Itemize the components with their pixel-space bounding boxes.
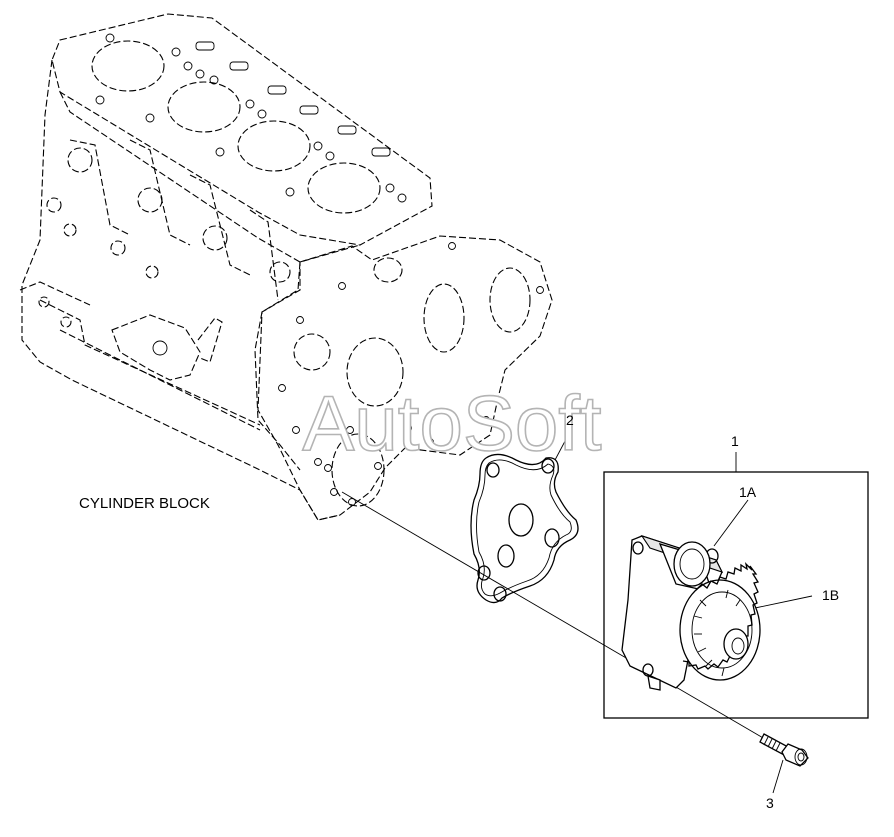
gear-case-bore-2: [346, 337, 404, 407]
assembly-line-main: [341, 491, 771, 743]
drive-gear-1b: [679, 562, 761, 681]
watermark: AutoSoft: [302, 379, 602, 467]
oil-pump-assembly-1: [621, 534, 761, 691]
bracket-lug: [197, 317, 223, 363]
cylinder-bore-1: [91, 40, 165, 92]
gear-case-bolt-holes: [278, 242, 544, 506]
cylinder-bore-4: [307, 162, 381, 214]
block-front-edge: [254, 261, 301, 471]
block-left-face: [21, 59, 341, 521]
leader-line-1a: [713, 499, 749, 547]
pump-gasket-2: [470, 453, 579, 604]
gear-case-bore-3: [423, 283, 465, 353]
label-ref-1: 1: [731, 433, 739, 449]
pump-bracket: [111, 314, 201, 381]
leader-line-1b: [754, 595, 813, 609]
label-ref-1b: 1B: [822, 587, 839, 603]
label-ref-1a: 1A: [739, 484, 757, 500]
label-cylinder-block: CYLINDER BLOCK: [79, 495, 210, 512]
head-gasket-outline: [51, 13, 433, 246]
gear-case-bore-4: [489, 267, 531, 333]
cylinder-bore-3: [237, 120, 311, 172]
label-ref-3: 3: [766, 795, 774, 811]
bolt-3: [759, 733, 809, 767]
gear-case-bore-5: [373, 257, 403, 283]
leader-line-2: [554, 427, 573, 461]
oil-pump-assembly-box: [603, 471, 869, 719]
gear-case-bore-1: [293, 333, 331, 371]
block-upper-edge: [59, 91, 361, 263]
gasket-holes: [95, 33, 407, 203]
block-ribs: [19, 139, 291, 431]
cylinder-bore-2: [167, 81, 241, 133]
leader-line-3: [772, 759, 784, 794]
bracket-hole: [152, 340, 168, 356]
gear-case-plate: [257, 235, 553, 521]
label-ref-2: 2: [566, 412, 574, 428]
oil-pump-seat: [331, 433, 385, 507]
